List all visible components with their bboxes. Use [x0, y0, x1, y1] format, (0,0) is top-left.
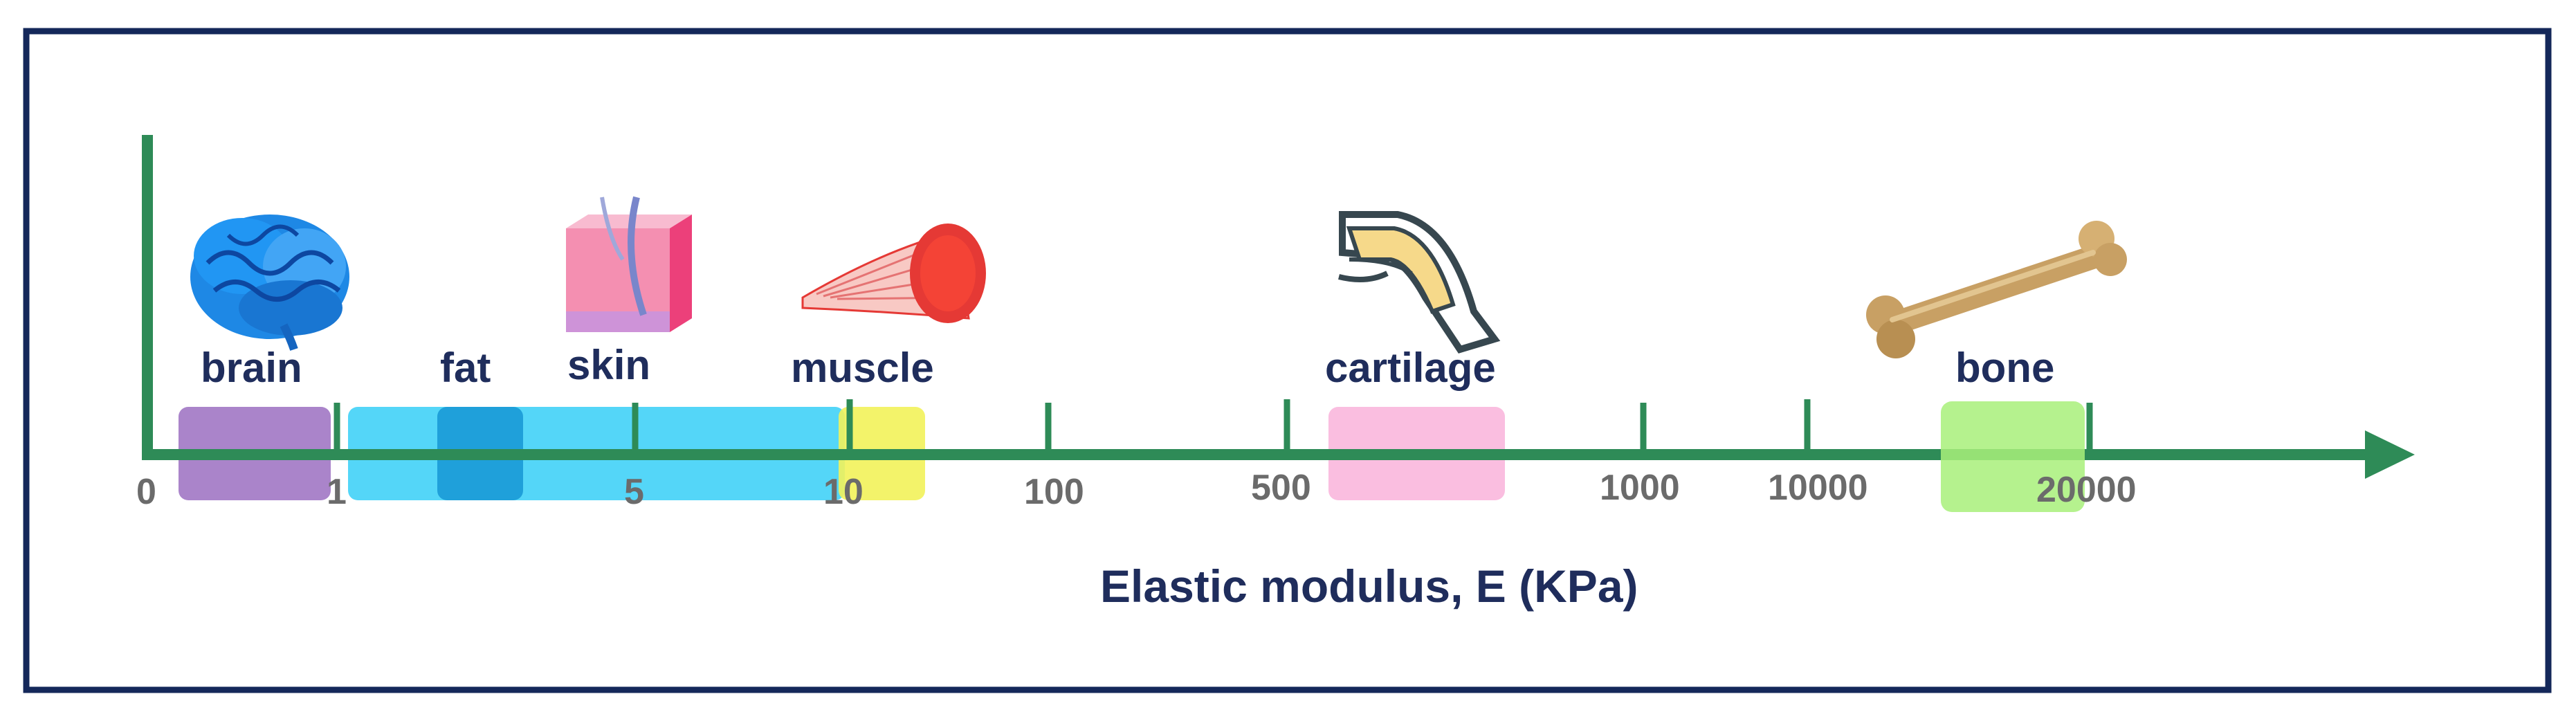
- tissue-label-fat: fat: [440, 345, 491, 391]
- bone-icon: [1866, 221, 2127, 358]
- skin-icon: [566, 196, 692, 332]
- tissue-label-skin: skin: [567, 342, 650, 388]
- muscle-icon: [801, 223, 986, 323]
- tick-label-500: 500: [1251, 468, 1311, 508]
- brain-icon: [190, 215, 349, 351]
- tick-label-10000: 10000: [1768, 468, 1868, 508]
- axis-title: Elastic modulus, E (KPa): [1100, 560, 1638, 612]
- bone-range-band: [1941, 401, 2085, 512]
- cartilage-joint-icon: [1338, 211, 1501, 354]
- tick-label-100: 100: [1024, 472, 1084, 512]
- axis-ticks: [334, 399, 2093, 458]
- tick-label-20000: 20000: [2036, 470, 2137, 510]
- tick-label-1: 1: [327, 472, 347, 512]
- tick-label-1000: 1000: [1600, 468, 1680, 508]
- tick-label-10: 10: [823, 472, 864, 512]
- diagram-frame: [23, 28, 2552, 693]
- tick-label-5: 5: [624, 472, 644, 512]
- tissue-label-muscle: muscle: [791, 345, 934, 391]
- x-axis-arrowhead: [2365, 430, 2415, 479]
- tissue-label-bone: bone: [1955, 345, 2054, 391]
- tick-label-0: 0: [136, 472, 156, 512]
- tissue-label-brain: brain: [201, 345, 302, 391]
- tissue-label-cartilage: cartilage: [1325, 345, 1496, 391]
